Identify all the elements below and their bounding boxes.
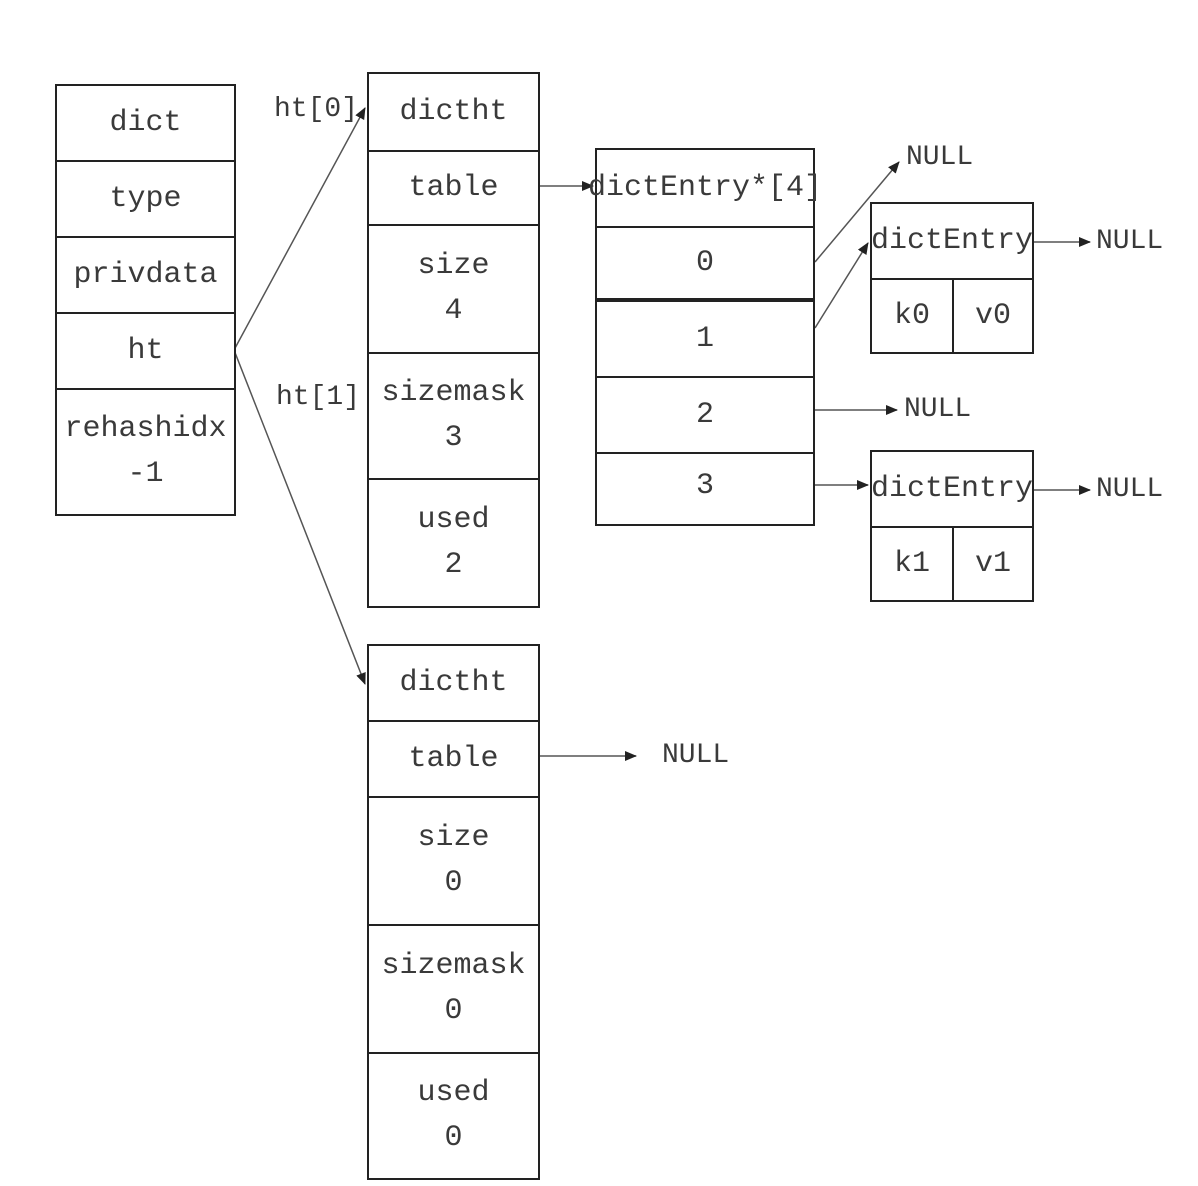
table-array-title: dictEntry*[4] [587,170,823,205]
null-entry1-next: NULL [1096,474,1164,505]
ht1-title: dictht [399,665,508,700]
entry1-title: dictEntry [870,471,1034,506]
dict-type-field: type [109,181,182,216]
ht0-used-value: 2 [444,548,463,582]
entry0-value-cell: v0 [952,278,1034,354]
ht1-size-label: size [417,821,490,855]
entry0-title-cell: dictEntry [870,202,1034,280]
ht0-dictht-cell: dictht [367,72,540,152]
ht0-title: dictht [399,94,508,129]
ht1-table-field: table [408,741,499,776]
ht1-used-cell: used 0 [367,1052,540,1180]
ht0-sizemask-label: sizemask [381,376,526,410]
dict-privdata-cell: privdata [55,236,236,314]
ht0-table-cell: table [367,150,540,226]
ht1-table-cell: table [367,720,540,798]
entry0-value: v0 [974,298,1011,333]
dict-privdata-field: privdata [73,257,218,292]
dict-ht-cell: ht [55,312,236,390]
arrow-slot0-to-null [814,161,900,263]
ht1-dictht-cell: dictht [367,644,540,722]
dict-title: dict [109,105,182,140]
dict-title-cell: dict [55,84,236,162]
table-slot-2: 2 [595,376,815,454]
ht1-used-label: used [417,1076,490,1110]
entry1-value-cell: v1 [952,526,1034,602]
ht1-label: ht[1] [276,382,361,413]
ht1-sizemask-label: sizemask [381,949,526,983]
entry0-title: dictEntry [870,223,1034,258]
table-slot-0: 0 [595,226,815,300]
ht0-sizemask-value: 3 [444,421,463,455]
entry1-key-cell: k1 [870,526,954,602]
entry1-key: k1 [893,546,930,581]
table-slot-1: 1 [595,300,815,378]
dict-rehashidx-value: -1 [127,457,164,491]
arrow-slot1-to-entry0 [814,242,869,329]
null-slot2: NULL [904,394,972,425]
entry0-key-cell: k0 [870,278,954,354]
table-slot-3: 3 [595,452,815,526]
ht1-size-cell: size 0 [367,796,540,926]
ht0-used-label: used [417,503,490,537]
entry0-key: k0 [893,298,930,333]
dict-rehashidx-cell: rehashidx -1 [55,388,236,516]
entry1-value: v1 [974,546,1011,581]
ht0-size-value: 4 [444,294,463,328]
ht1-used-value: 0 [444,1121,463,1155]
ht0-sizemask-cell: sizemask 3 [367,352,540,480]
table-array-title-cell: dictEntry*[4] [588,148,822,228]
dict-type-cell: type [55,160,236,238]
ht1-sizemask-cell: sizemask 0 [367,924,540,1054]
ht0-label: ht[0] [274,94,359,125]
table-slot-2-index: 2 [695,397,714,432]
ht1-size-value: 0 [444,866,463,900]
null-entry0-next: NULL [1096,226,1164,257]
dict-ht-field: ht [127,333,164,368]
ht0-size-cell: size 4 [367,224,540,354]
ht1-sizemask-value: 0 [444,994,463,1028]
null-slot0: NULL [906,142,974,173]
arrow-ht-to-ht0 [233,107,366,351]
table-slot-3-index: 3 [695,469,714,503]
dict-rehashidx-label: rehashidx [64,412,227,446]
entry1-title-cell: dictEntry [870,450,1034,528]
ht0-table-field: table [408,170,499,205]
ht0-used-cell: used 2 [367,478,540,608]
null-ht1-table: NULL [662,740,730,771]
table-slot-0-index: 0 [695,245,714,280]
table-slot-1-index: 1 [695,321,714,356]
arrow-ht-to-ht1 [233,349,366,685]
ht0-size-label: size [417,249,490,283]
